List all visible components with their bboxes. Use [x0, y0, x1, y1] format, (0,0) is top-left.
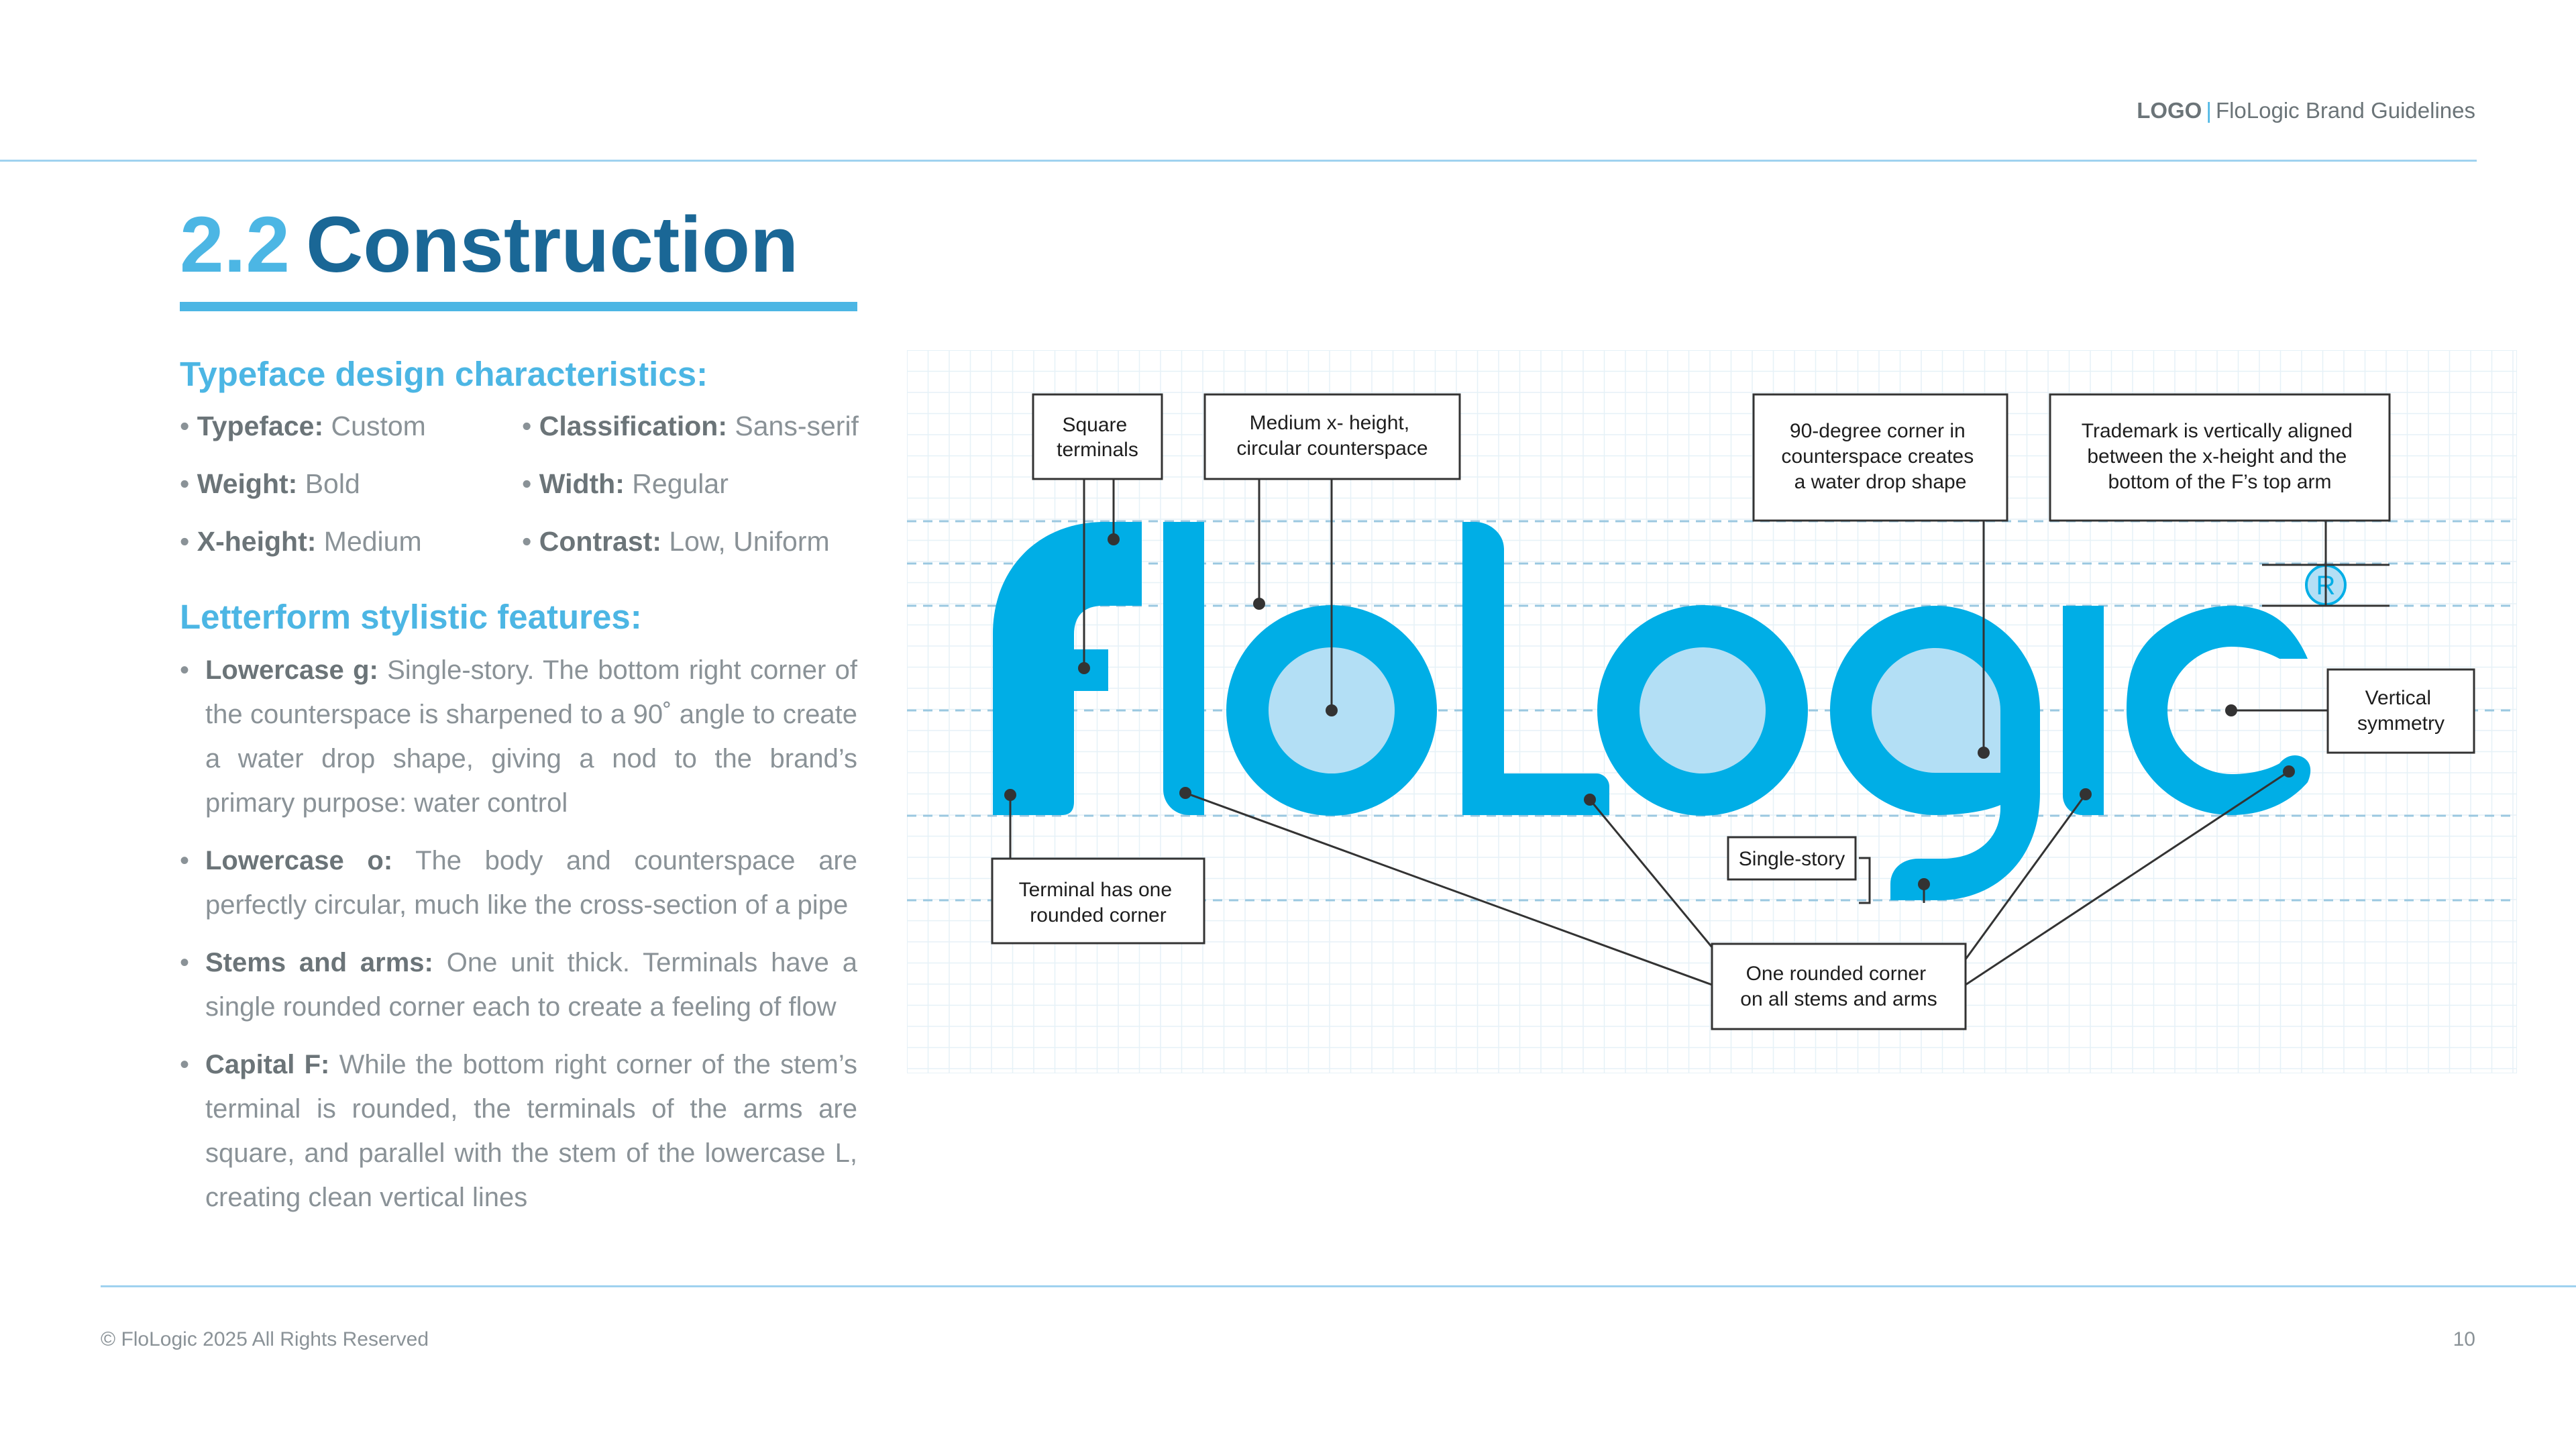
logo-letter-c	[2127, 606, 2311, 815]
char-contrast: • Contrast: Low, Uniform	[522, 526, 830, 557]
counterspace-g	[1872, 648, 2000, 773]
callout-vertical-symmetry: Vertical symmetry	[2357, 687, 2445, 735]
typeface-heading: Typeface design characteristics:	[180, 355, 708, 393]
callout-square-terminals: Square terminals	[1057, 414, 1138, 461]
header-section: LOGO	[2137, 98, 2202, 123]
title-underline	[180, 302, 857, 311]
header-divider	[0, 160, 2477, 162]
title-text: Construction	[306, 201, 799, 289]
callout-single-story: Single-story	[1739, 848, 1845, 870]
header-label: LOGO|FloLogic Brand Guidelines	[2137, 98, 2475, 123]
callout-rounded-corner: One rounded corner on all stems and arms	[1740, 963, 1937, 1010]
header-separator: |	[2206, 98, 2212, 123]
callout-water-drop: 90-degree corner in counterspace creates…	[1781, 420, 1979, 493]
feature-stems-arms: •Stems and arms: One unit thick. Termina…	[180, 948, 857, 1022]
letterform-heading: Letterform stylistic features:	[180, 598, 642, 636]
page-number: 10	[2453, 1328, 2475, 1350]
title-number: 2.2	[180, 201, 290, 289]
footer-copyright: © FloLogic 2025 All Rights Reserved	[101, 1328, 429, 1350]
logo-letter-f	[993, 522, 1142, 815]
callout-x-height: Medium x- height, circular counterspace	[1236, 412, 1428, 460]
char-typeface: • Typeface: Custom	[180, 411, 426, 441]
header-doc-title: FloLogic Brand Guidelines	[2215, 98, 2475, 123]
logo-letter-i	[2063, 606, 2104, 815]
char-width: • Width: Regular	[522, 468, 729, 499]
char-x-height: • X-height: Medium	[180, 526, 422, 557]
construction-svg: R	[906, 350, 2518, 1074]
callout-lines	[1009, 479, 2390, 986]
callout-dots	[1004, 533, 2295, 890]
callout-terminal-rounded: Terminal has one rounded corner	[1019, 879, 1178, 926]
counterspace-o2	[1640, 647, 1766, 773]
char-classification: • Classification: Sans-serif	[522, 411, 859, 441]
logo-letter-l1	[1163, 522, 1204, 815]
feature-lowercase-g: •Lowercase g: Single-story. The bottom r…	[180, 655, 857, 818]
callout-boxes	[991, 393, 2475, 1030]
logo-construction-diagram: R	[906, 350, 2518, 1074]
feature-capital-f: •Capital F: While the bottom right corne…	[180, 1050, 857, 1212]
char-weight: • Weight: Bold	[180, 468, 360, 499]
footer-divider	[101, 1285, 2576, 1287]
feature-lowercase-o: •Lowercase o: The body and counterspace …	[180, 846, 858, 920]
callout-trademark: Trademark is vertically aligned between …	[2082, 420, 2358, 493]
logo-letter-capital-l	[1462, 522, 1609, 815]
